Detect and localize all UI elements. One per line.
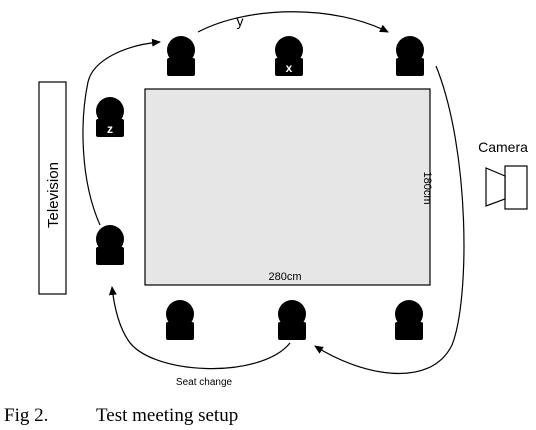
camera: Camera bbox=[478, 139, 528, 210]
figure-title: Test meeting setup bbox=[96, 405, 239, 426]
person-bottom-left bbox=[166, 300, 194, 340]
meeting-setup-diagram: Television 280cm 180cm Camera x z bbox=[38, 11, 528, 388]
arrow-y bbox=[197, 11, 389, 33]
person-z: z bbox=[96, 97, 124, 137]
person-bottom-middle bbox=[278, 300, 306, 340]
meeting-table: 280cm 180cm bbox=[144, 88, 433, 286]
television: Television bbox=[38, 81, 67, 295]
person-top-right bbox=[396, 36, 424, 76]
camera-label: Camera bbox=[478, 139, 528, 155]
person-top-left bbox=[167, 36, 195, 76]
figure-caption: Fig 2. Test meeting setup bbox=[4, 405, 238, 427]
television-label: Television bbox=[45, 162, 62, 228]
arrow-seat-change bbox=[108, 286, 291, 370]
seat-change-label: Seat change bbox=[176, 377, 233, 388]
person-left bbox=[96, 225, 124, 265]
arrow-right-loop bbox=[314, 65, 465, 375]
table-height-label: 180cm bbox=[421, 171, 433, 204]
person-z-label: z bbox=[107, 122, 113, 136]
table-width-label: 280cm bbox=[268, 271, 301, 283]
person-x-label: x bbox=[286, 61, 293, 75]
arrow-left-loop bbox=[82, 38, 161, 226]
figure-number: Fig 2. bbox=[4, 405, 49, 426]
person-x: x bbox=[275, 36, 303, 76]
movement-arrows bbox=[82, 11, 465, 375]
arrow-y-label: y bbox=[237, 13, 244, 29]
person-bottom-right bbox=[395, 300, 423, 340]
